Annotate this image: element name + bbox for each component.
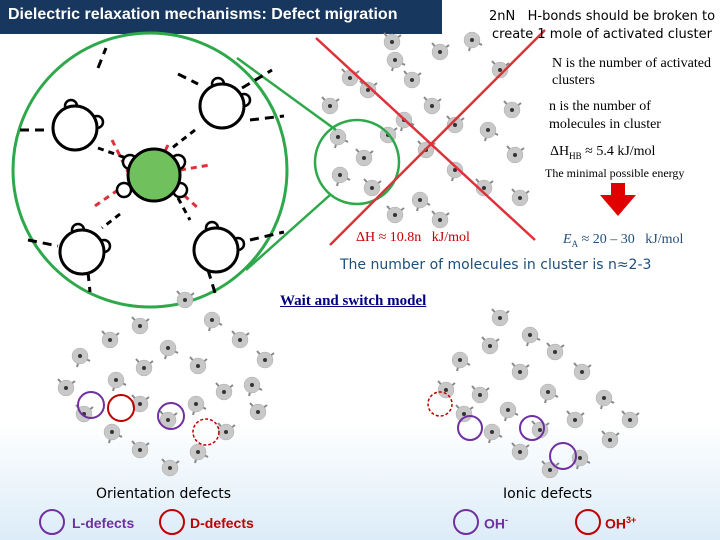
oh-minus-label: OH- xyxy=(484,515,508,532)
ionic-defects-network xyxy=(427,308,640,479)
formula-ea-rhs: ≈ 20 – 30 xyxy=(581,232,635,247)
oh3-plus-legend-icon xyxy=(575,509,601,535)
formula-hb-rhs: ≈ 5.4 kJ/mol xyxy=(585,144,656,159)
energy-note-text: H-bonds should be broken to create 1 mol… xyxy=(492,9,716,42)
oh-minus-legend-icon xyxy=(453,509,479,535)
slide-title: Dielectric relaxation mechanisms: Defect… xyxy=(8,6,398,23)
l-defect-legend-icon xyxy=(39,509,65,535)
note-capital-n: N is the number of activated clusters xyxy=(552,56,712,88)
formula-hb-lhs: ΔH xyxy=(550,144,570,159)
orientation-defects-network xyxy=(57,290,275,477)
cross-line-1 xyxy=(315,37,536,241)
wait-switch-model-title: Wait and switch model xyxy=(280,293,427,309)
orientation-defects-label: Orientation defects xyxy=(96,486,232,502)
formula-hbond-energy: ΔHHB ≈ 5.4 kJ/mol xyxy=(550,144,655,161)
formula-activation-energy: EA ≈ 20 – 30 kJ/mol xyxy=(563,232,683,249)
oh-minus-base: OH xyxy=(484,515,505,532)
oh3-plus-sup: 3+ xyxy=(626,515,637,525)
oh3-plus-label: OH3+ xyxy=(605,515,636,532)
formula-ea-unit: kJ/mol xyxy=(645,232,684,247)
energy-arrow xyxy=(600,183,636,216)
cross-line-2 xyxy=(329,29,546,246)
upper-molecule-network xyxy=(321,31,530,229)
oh3-plus-base: OH xyxy=(605,515,626,532)
formula-cluster-enthalpy: ΔH ≈ 10.8n kJ/mol xyxy=(356,230,470,246)
formula-dh-unit: kJ/mol xyxy=(431,230,470,245)
formula-ea-sub: A xyxy=(571,238,579,249)
energy-note: 2nN H-bonds should be broken to create 1… xyxy=(484,8,720,44)
formula-dh-lhs: ΔH ≈ 10.8n xyxy=(356,230,422,245)
d-defects-label: D-defects xyxy=(190,515,254,531)
activated-molecule xyxy=(126,147,182,203)
d-defect-legend-icon xyxy=(159,509,185,535)
zoom-line-top xyxy=(236,56,337,132)
minimal-energy-label: The minimal possible energy xyxy=(545,166,685,180)
zoomed-molecules xyxy=(51,76,252,276)
cluster-highlight-circle xyxy=(313,118,401,206)
hydrogen-bonds xyxy=(20,47,285,297)
formula-ea-lhs: E xyxy=(563,232,572,247)
ionic-defects-label: Ionic defects xyxy=(503,486,593,502)
zoom-line-bottom xyxy=(245,194,331,271)
formula-hb-sub: HB xyxy=(569,150,582,161)
l-defects-label: L-defects xyxy=(72,515,135,531)
title-bar xyxy=(0,0,442,34)
note-small-n: n is the number of molecules in cluster xyxy=(549,99,661,132)
oh-minus-sup: - xyxy=(505,515,508,525)
energy-note-formula: 2nN xyxy=(488,9,516,24)
cluster-size-text: The number of molecules in cluster is n≈… xyxy=(340,257,652,273)
